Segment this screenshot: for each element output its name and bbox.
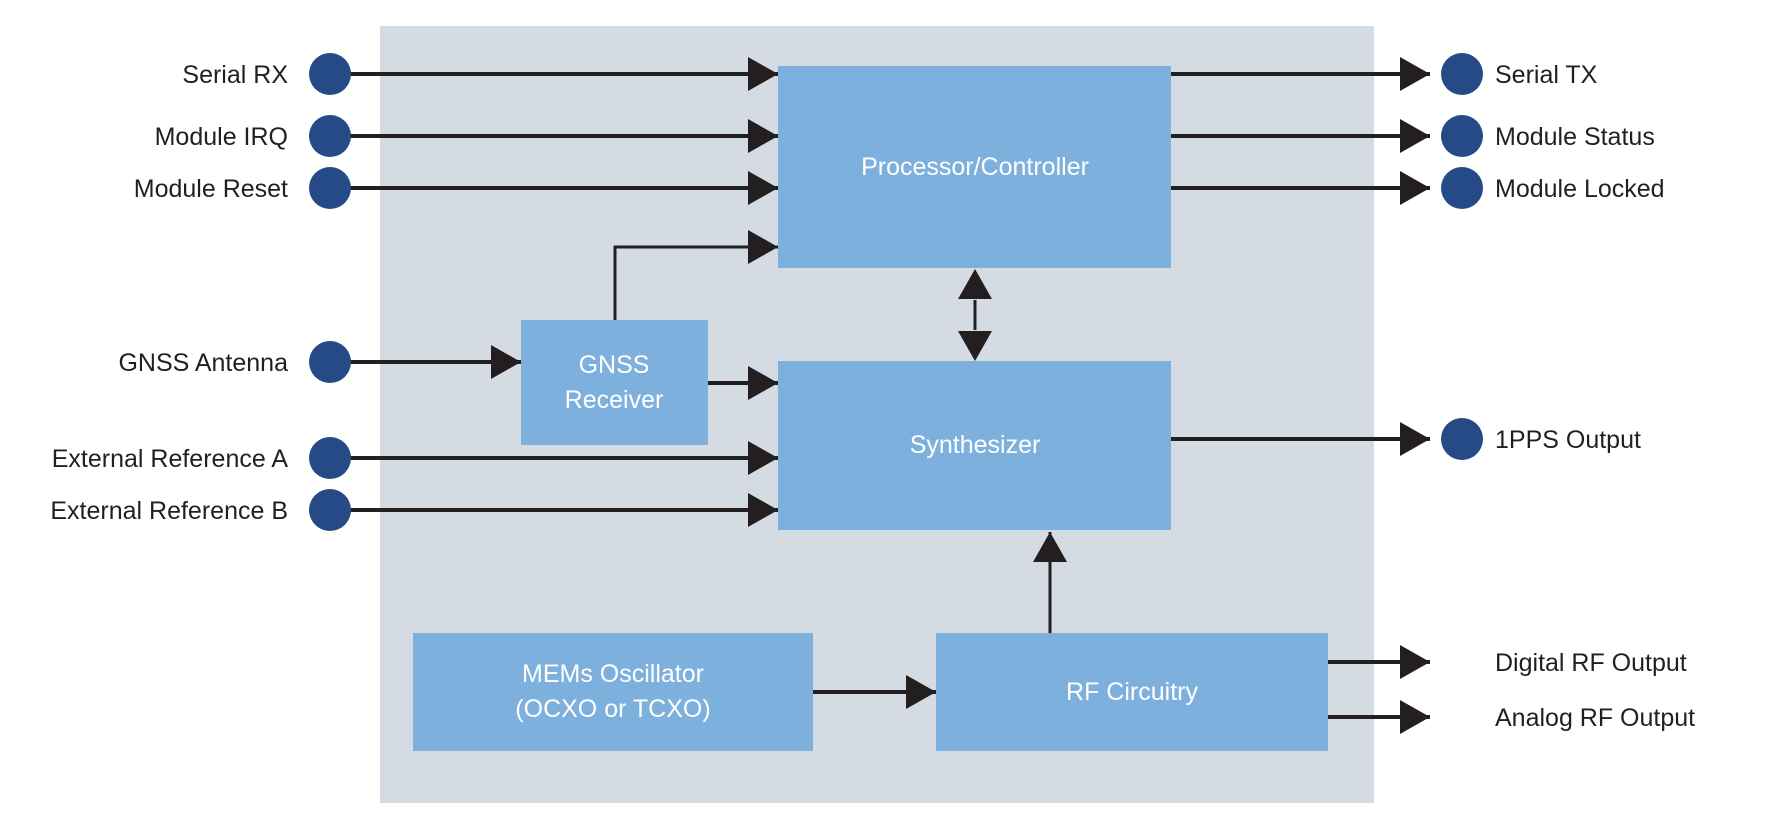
arrowhead-icon (906, 675, 936, 709)
input-label-gnss-antenna: GNSS Antenna (118, 349, 288, 377)
pin-icon-serial-tx[interactable] (1441, 53, 1483, 95)
synthesizer-label: Synthesizer (910, 431, 1041, 459)
arrowhead-icon (1400, 422, 1430, 456)
output-label-module-locked: Module Locked (1495, 175, 1665, 203)
input-label-ext-ref-b: External Reference B (50, 497, 288, 525)
arrowhead-icon (748, 441, 778, 475)
mems-oscillator-label-line2: (OCXO or TCXO) (515, 695, 710, 723)
input-label-module-irq: Module IRQ (155, 123, 288, 151)
arrowhead-icon (748, 230, 778, 264)
arrow-gnss-to-processor (613, 242, 778, 320)
arrowhead-icon (748, 366, 778, 400)
arrowhead-down-icon (958, 331, 992, 361)
pin-icon-ext-ref-b[interactable] (309, 489, 351, 531)
pin-icon-module-irq[interactable] (309, 115, 351, 157)
pin-icon-gnss-antenna[interactable] (309, 341, 351, 383)
output-label-digital-rf: Digital RF Output (1495, 649, 1687, 677)
arrowhead-icon (748, 57, 778, 91)
processor-block: Processor/Controller (778, 66, 1171, 268)
pin-icon-module-locked[interactable] (1441, 167, 1483, 209)
arrowhead-up-icon (958, 269, 992, 299)
processor-label: Processor/Controller (861, 153, 1089, 181)
rf-circuitry-block: RF Circuitry (936, 633, 1328, 751)
arrowhead-icon (748, 171, 778, 205)
pin-icon-ext-ref-a[interactable] (309, 437, 351, 479)
mems-oscillator-block: MEMs Oscillator (OCXO or TCXO) (413, 633, 813, 751)
output-label-serial-tx: Serial TX (1495, 61, 1598, 89)
gnss-receiver-block: GNSS Receiver (521, 320, 708, 445)
arrowhead-icon (1400, 645, 1430, 679)
output-label-module-status: Module Status (1495, 123, 1655, 151)
arrowhead-icon (1400, 700, 1430, 734)
input-label-serial-rx: Serial RX (182, 61, 288, 89)
arrowhead-icon (1400, 171, 1430, 205)
output-label-1pps-output: 1PPS Output (1495, 426, 1641, 454)
pin-icon-serial-rx[interactable] (309, 53, 351, 95)
arrowhead-icon (748, 119, 778, 153)
arrowhead-icon (1400, 57, 1430, 91)
arrowhead-icon (748, 493, 778, 527)
synthesizer-block: Synthesizer (778, 361, 1171, 530)
gnss-receiver-label-line1: GNSS (579, 351, 650, 379)
input-label-ext-ref-a: External Reference A (52, 445, 289, 473)
pin-icon-module-status[interactable] (1441, 115, 1483, 157)
gnss-receiver-label-line2: Receiver (565, 386, 664, 414)
pin-icon-module-reset[interactable] (309, 167, 351, 209)
arrowhead-icon (1400, 119, 1430, 153)
pin-icon-1pps-output[interactable] (1441, 418, 1483, 460)
mems-oscillator-label-line1: MEMs Oscillator (522, 660, 704, 688)
input-label-module-reset: Module Reset (134, 175, 288, 203)
arrowhead-icon (491, 345, 521, 379)
arrowhead-up-icon (1033, 532, 1067, 562)
rf-circuitry-label: RF Circuitry (1066, 678, 1198, 706)
output-label-analog-rf: Analog RF Output (1495, 704, 1695, 732)
